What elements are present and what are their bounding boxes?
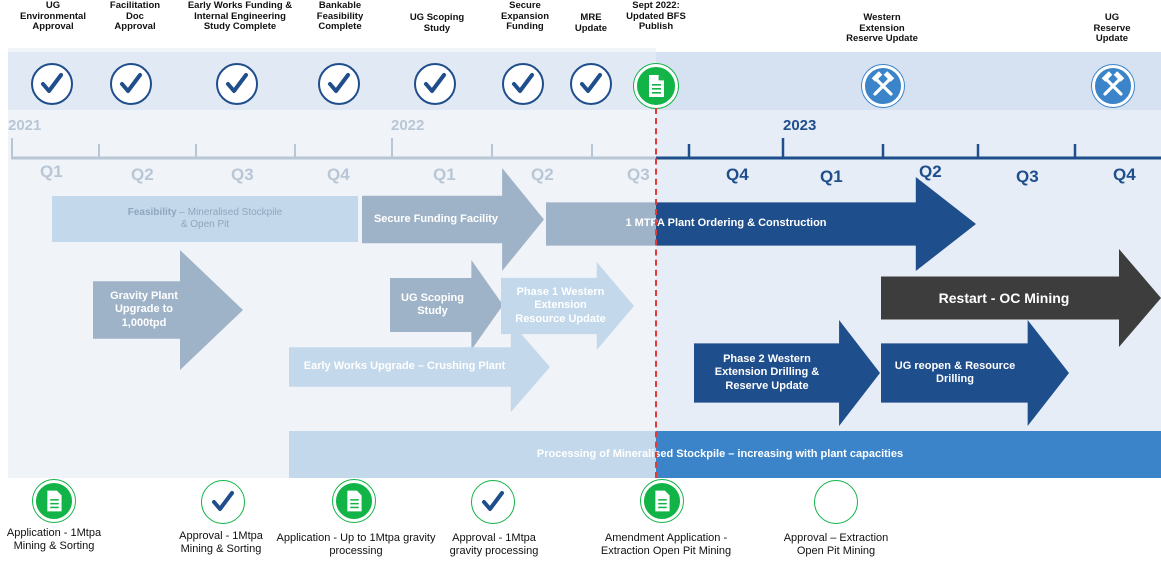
gravity-plant-label: Gravity Plant Upgrade to 1,000tpd bbox=[110, 290, 178, 329]
early-works-label: Early Works Upgrade – Crushing Plant bbox=[303, 360, 506, 373]
year-label: 2023 bbox=[783, 117, 817, 134]
current-date-line bbox=[655, 108, 657, 478]
regulatory-label: Approval - 1Mtpa Mining & Sorting bbox=[179, 530, 263, 555]
quarter-label: Q1 bbox=[40, 162, 63, 181]
document-icon bbox=[33, 480, 75, 522]
check-icon bbox=[570, 63, 612, 105]
year-label: 2021 bbox=[8, 117, 42, 134]
quarter-label: Q4 bbox=[1113, 165, 1136, 184]
feasibility-label-bold: Feasibility bbox=[127, 207, 177, 218]
milestone-label: UG Environmental Approval bbox=[20, 0, 86, 33]
regulatory-label: Application - 1Mtpa Mining & Sorting bbox=[6, 527, 102, 552]
quarter-label: Q2 bbox=[531, 165, 554, 184]
regulatory-label: Approval – Extraction Open Pit Mining bbox=[783, 532, 889, 557]
milestone-label: UG Reserve Update bbox=[1093, 12, 1131, 45]
quarter-label: Q3 bbox=[1016, 167, 1039, 186]
quarter-label: Q4 bbox=[726, 165, 749, 184]
regulatory-label: Approval - 1Mtpa gravity processing bbox=[449, 532, 539, 557]
icon-band-future bbox=[656, 52, 1161, 110]
ug-scoping-label: UG Scoping Study bbox=[401, 291, 464, 317]
check-icon bbox=[216, 63, 258, 105]
hammer-icon bbox=[862, 65, 904, 107]
quarter-label: Q1 bbox=[433, 165, 456, 184]
document-icon bbox=[641, 480, 683, 522]
hammer-icon bbox=[1092, 65, 1134, 107]
quarter-label: Q3 bbox=[627, 165, 650, 184]
milestone-label: UG Scoping Study bbox=[409, 12, 465, 34]
milestone-label: Secure Expansion Funding bbox=[500, 0, 550, 33]
milestone-label: Bankable Feasibility Complete bbox=[316, 0, 364, 33]
check-icon bbox=[31, 63, 73, 105]
check-icon bbox=[502, 63, 544, 105]
phase1-label: Phase 1 Western Extension Resource Updat… bbox=[515, 286, 606, 325]
feasibility-label: Feasibility – Mineralised Stockpile & Op… bbox=[128, 207, 283, 231]
document-icon bbox=[333, 480, 375, 522]
feasibility-label-rest: – Mineralised Stockpile & Open Pit bbox=[179, 207, 283, 230]
milestone-label: MRE Update bbox=[574, 12, 608, 34]
check-icon bbox=[471, 480, 515, 524]
past-background bbox=[8, 48, 656, 478]
milestone-label: Sept 2022: Updated BFS Publish bbox=[626, 0, 686, 33]
quarter-label: Q2 bbox=[131, 165, 154, 184]
regulatory-label: Amendment Application - Extraction Open … bbox=[600, 532, 732, 557]
processing-label: Processing of Mineralised Stockpile – in… bbox=[536, 447, 904, 460]
quarter-label: Q4 bbox=[327, 165, 350, 184]
secure-funding-label: Secure Funding Facility bbox=[373, 212, 499, 225]
feasibility-bar: Feasibility – Mineralised Stockpile & Op… bbox=[52, 196, 358, 242]
quarter-label: Q1 bbox=[820, 167, 843, 186]
check-icon bbox=[110, 63, 152, 105]
check-icon bbox=[414, 63, 456, 105]
document-icon bbox=[634, 64, 678, 108]
phase2-label: Phase 2 Western Extension Drilling & Res… bbox=[714, 353, 820, 392]
year-label: 2022 bbox=[391, 117, 425, 134]
milestone-label: Early Works Funding & Internal Engineeri… bbox=[187, 0, 293, 33]
milestone-label: Facilitation Doc Approval bbox=[109, 0, 161, 33]
check-icon bbox=[201, 480, 245, 524]
processing-bar: Processing of Mineralised Stockpile – in… bbox=[289, 431, 1161, 478]
timeline-axis bbox=[11, 138, 1161, 160]
ug-reopen-label: UG reopen & Resource Drilling bbox=[894, 359, 1016, 385]
plant-ordering-label: 1 MTPA Plant Ordering & Construction bbox=[625, 217, 827, 230]
restart-oc-mining-label: Restart - OC Mining bbox=[938, 289, 1070, 306]
quarter-label: Q3 bbox=[231, 165, 254, 184]
milestone-label: Western Extension Reserve Update bbox=[846, 12, 918, 45]
check-icon bbox=[318, 63, 360, 105]
quarter-label: Q2 bbox=[919, 162, 942, 181]
regulatory-label: Application - Up to 1Mtpa gravity proces… bbox=[276, 532, 436, 557]
empty-circle-icon bbox=[814, 480, 858, 524]
